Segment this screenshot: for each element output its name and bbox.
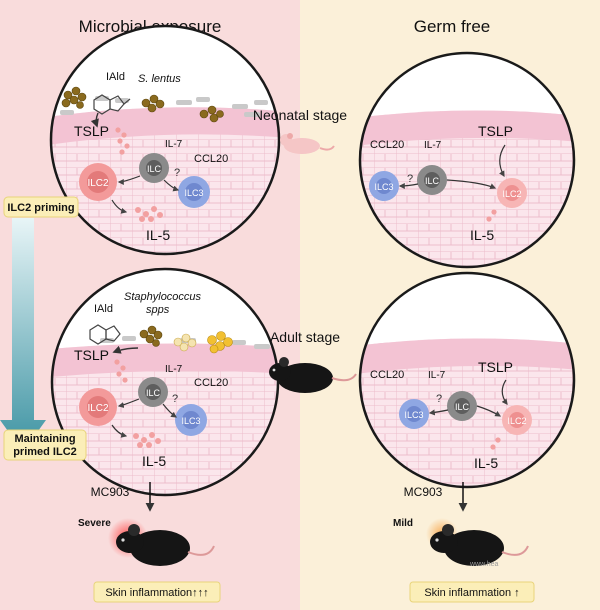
severe-mouse-icon xyxy=(108,518,215,566)
mild-label: Mild xyxy=(393,518,413,529)
adult-mouse-icon xyxy=(269,357,357,393)
ilc-to-ilc3-arrow xyxy=(398,182,419,189)
staphylococcus-bacteria-icon xyxy=(139,325,233,354)
ilc-to-ilc2-arrow xyxy=(446,179,497,190)
ilc2-label: ILC2 xyxy=(507,416,526,426)
il5-dots xyxy=(486,209,497,222)
il7-label: IL-7 xyxy=(424,140,442,151)
iald-molecule-icon xyxy=(93,94,131,115)
ilc2-priming-label: ILC2 priming xyxy=(7,202,74,214)
il5-dots xyxy=(135,206,163,222)
ccl20-label: CCL20 xyxy=(194,153,228,165)
il7-label: IL-7 xyxy=(165,139,183,150)
il5-label: IL-5 xyxy=(142,453,166,469)
ccl20-label: CCL20 xyxy=(370,139,404,151)
maintaining-primed-box xyxy=(3,429,87,461)
ilc-to-ilc3-arrow xyxy=(162,403,177,418)
severe-label: Severe xyxy=(78,518,111,529)
ilc2-label: ILC2 xyxy=(87,178,109,189)
il5-dots xyxy=(490,437,501,450)
il7-label: IL-7 xyxy=(428,370,446,381)
neonatal-mouse-pup-icon xyxy=(280,133,335,154)
primed-ilc2-label: primed ILC2 xyxy=(13,446,77,458)
watermark: www.hea xyxy=(469,561,499,568)
outcome-box-left xyxy=(93,581,221,603)
outcome-left-label: Skin inflammation↑↑↑ xyxy=(105,587,208,599)
tslp-dots xyxy=(115,127,130,155)
ilc2-label: ILC2 xyxy=(502,189,521,199)
il5-label: IL-5 xyxy=(470,227,494,243)
neonatal-stage-label: Neonatal stage xyxy=(253,107,347,123)
iald-label: IAld xyxy=(106,71,125,83)
iald-to-tslp-arrow xyxy=(90,112,99,128)
ilc-to-ilc2-arrow xyxy=(117,175,141,185)
ilc-to-ilc2-arrow xyxy=(117,398,140,408)
question-mark: ? xyxy=(436,393,442,405)
s-lentus-label: S. lentus xyxy=(138,73,181,85)
outcome-box-right xyxy=(409,581,535,603)
il5-dots xyxy=(133,432,161,448)
tslp-dots xyxy=(114,359,128,383)
tslp-label: TSLP xyxy=(74,123,109,139)
tslp-label: TSLP xyxy=(478,359,513,375)
ilc2-priming-box xyxy=(3,196,79,218)
iald-molecule-icon xyxy=(89,324,121,345)
question-mark: ? xyxy=(174,167,180,179)
staphylococcus-label: Staphylococcus xyxy=(124,291,202,303)
ilc-to-ilc3-arrow xyxy=(428,409,449,416)
il7-label: IL-7 xyxy=(165,364,183,375)
adult-microbial-circle xyxy=(50,267,280,497)
iald-label: IAld xyxy=(94,303,113,315)
mc903-label-left: MC903 xyxy=(91,485,130,499)
tslp-label: TSLP xyxy=(74,347,109,363)
ilc3-label: ILC3 xyxy=(181,416,200,426)
tslp-to-ilc2-arrow xyxy=(499,144,506,178)
ccl20-label: CCL20 xyxy=(194,377,228,389)
ilc3-label: ILC3 xyxy=(404,410,423,420)
spps-label: spps xyxy=(146,304,170,316)
timeline-arrow xyxy=(0,218,46,452)
ilc-label: ILC xyxy=(146,388,161,398)
tslp-label: TSLP xyxy=(478,123,513,139)
maintaining-label: Maintaining xyxy=(14,433,75,445)
ilc2-to-il5-arrow xyxy=(111,199,128,214)
ilc2-label: ILC2 xyxy=(87,403,109,414)
mc903-label-right: MC903 xyxy=(404,485,443,499)
s-lentus-bacteria-icon xyxy=(61,86,224,123)
outcome-right-label: Skin inflammation ↑ xyxy=(424,587,519,599)
ccl20-label: CCL20 xyxy=(370,369,404,381)
question-mark: ? xyxy=(172,393,178,405)
right-panel-title: Germ free xyxy=(414,17,491,36)
bacteria-to-tslp-arrow xyxy=(112,345,139,354)
ilc3-label: ILC3 xyxy=(184,188,203,198)
ilc-label: ILC xyxy=(425,176,440,186)
ilc-label: ILC xyxy=(455,402,470,412)
tslp-to-ilc2-arrow xyxy=(501,379,508,405)
ilc-to-ilc2-arrow xyxy=(476,405,502,417)
il5-label: IL-5 xyxy=(146,227,170,243)
adult-stage-label: Adult stage xyxy=(270,329,340,345)
question-mark: ? xyxy=(407,173,413,185)
mild-mouse-icon xyxy=(426,518,529,566)
ilc3-label: ILC3 xyxy=(374,182,393,192)
ilc-label: ILC xyxy=(147,164,162,174)
ilc-to-ilc3-arrow xyxy=(163,179,180,192)
il5-label: IL-5 xyxy=(474,455,498,471)
ilc2-to-il5-arrow xyxy=(111,424,128,438)
